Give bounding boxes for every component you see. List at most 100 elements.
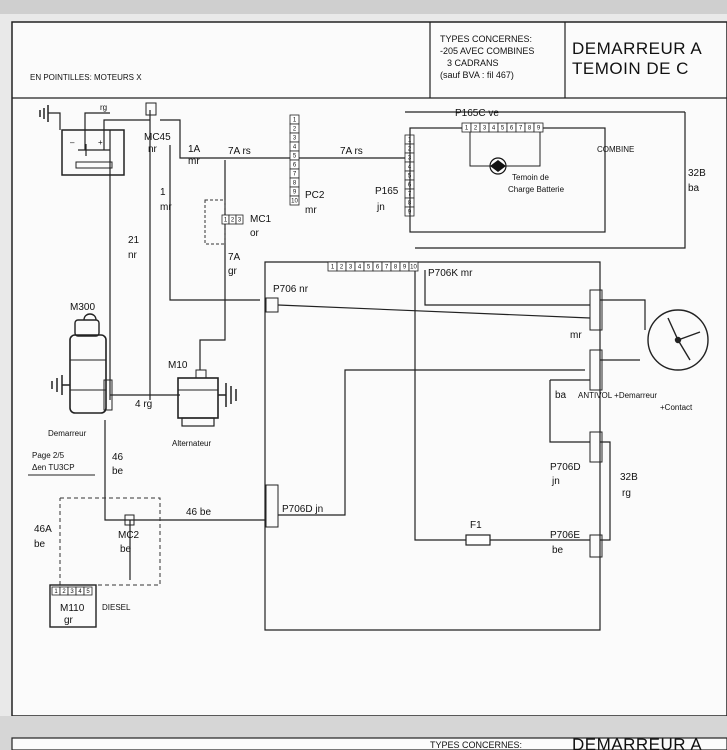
wire-46-label: 46 [112, 452, 124, 463]
wire-7a-label: 7A [228, 252, 241, 263]
pc2-pin-number: 1 [293, 118, 297, 124]
antivol-connector-bottom [589, 349, 603, 391]
m110-pin-number: 3 [70, 589, 74, 595]
types-line-1: TYPES CONCERNES: [440, 34, 532, 44]
pc2-pin-number: 10 [291, 199, 298, 205]
p706k-pin-number: 7 [385, 265, 389, 271]
p706e-connector [589, 534, 603, 558]
wire-46a-color: be [34, 539, 46, 550]
p165-color: jn [376, 202, 385, 213]
pc2-pin-number: 8 [293, 181, 297, 187]
p165c-pin-number: 9 [537, 126, 541, 132]
pc2-pin-number: 4 [293, 145, 297, 151]
page-frame [11, 21, 727, 717]
antivol-connector-top [589, 289, 603, 331]
wire-f1 [414, 265, 590, 541]
wire-32b-top-label: 32B [688, 168, 706, 179]
mc1-color: or [250, 228, 260, 239]
pc2-pin-number: 3 [293, 136, 297, 142]
p706e-color: be [552, 545, 564, 556]
next-title: DEMARREUR A [572, 735, 702, 750]
m110-box [49, 584, 97, 628]
ignition-switch [647, 309, 709, 371]
p165-label: P165 [375, 186, 399, 197]
wire-1a-color: mr [188, 156, 200, 167]
svg-text:+: + [98, 138, 103, 147]
antivol-line-1: ANTIVOL +Demarreur [578, 391, 657, 400]
p706d-right-connector [589, 431, 603, 463]
wire-46a-label: 46A [34, 524, 52, 535]
mc1-pin-box [235, 214, 244, 225]
antivol-mr-label: mr [570, 330, 582, 341]
left-note: EN POINTILLES: MOTEURS X [30, 73, 142, 82]
m110-pin-number: 4 [78, 589, 82, 595]
antivol-ba-label: ba [555, 390, 567, 401]
title-block [12, 22, 727, 99]
starter-motor [69, 313, 113, 414]
pc2-pin-number: 9 [293, 190, 297, 196]
wire-7a-rs-label-2: 7A rs [340, 146, 363, 157]
title-line-2: TEMOIN DE C [572, 59, 689, 78]
wire-32b-rg [600, 441, 611, 541]
wire-p706-antivol [277, 304, 591, 319]
p165c-label: P165C ve [455, 108, 499, 119]
p706d-left-label: P706D jn [282, 504, 323, 515]
temoin-line-1: Temoin de [512, 173, 549, 182]
wire-32b-color: rg [622, 488, 631, 499]
mc1-label: MC1 [250, 214, 272, 225]
wire-antivol-a [600, 299, 646, 330]
wire-p706d-internal [278, 369, 585, 516]
mc2-color: be [120, 544, 132, 555]
wire-46-color: be [112, 466, 124, 477]
pc2-pin-number: 2 [293, 127, 297, 133]
relay-box-outline [264, 261, 601, 631]
wire-46be-label: 46 be [186, 507, 211, 518]
p706k-pin-number: 4 [358, 265, 362, 271]
battery-rg-wire [103, 119, 150, 150]
p706-label: P706 nr [273, 284, 309, 295]
diesel-dashed-region [59, 497, 161, 586]
svg-text:–: – [70, 138, 75, 147]
pc2-pin-number: 5 [293, 154, 297, 160]
alternator [177, 369, 219, 427]
types-line-2: -205 AVEC COMBINES [440, 46, 534, 56]
wire-1a-mr [160, 119, 300, 159]
wire-1-color: mr [160, 202, 172, 213]
demarreur-label: Demarreur [48, 429, 87, 438]
page-ref-line-1: Page 2/5 [32, 451, 65, 460]
pc2-pin-box [289, 195, 300, 206]
p706d-right-label: P706D [550, 462, 581, 473]
wire-rg-label: rg [100, 103, 107, 112]
m110-label: M110 [60, 603, 85, 614]
mc2-label: MC2 [118, 530, 140, 541]
p706k-pin-number: 6 [376, 265, 380, 271]
p706e-label: P706E [550, 530, 580, 541]
wire-4rg-label: 4 rg [135, 399, 152, 410]
m300-label: M300 [70, 302, 95, 313]
wire-p706k [424, 270, 590, 306]
combine-label: COMBINE [597, 145, 634, 154]
f1-label: F1 [470, 520, 482, 531]
fuse-f1 [465, 534, 491, 546]
p706k-pin-number: 2 [340, 265, 344, 271]
mc1-pin-number: 2 [231, 218, 235, 224]
p165c-pin-box [533, 122, 544, 133]
m10-label: M10 [168, 360, 188, 371]
wire-21-color: nr [128, 250, 138, 261]
wire-1a-label: 1A [188, 144, 201, 155]
alternateur-label: Alternateur [172, 439, 211, 448]
battery: – + [61, 129, 125, 176]
pc2-color: mr [305, 205, 317, 216]
p165c-pin-number: 3 [483, 126, 487, 132]
p706k-pin-number: 5 [367, 265, 371, 271]
m110-color: gr [64, 615, 74, 626]
p165c-pin-number: 5 [501, 126, 505, 132]
charge-lamp-icon [489, 157, 507, 175]
wire-7a-rs-label-1: 7A rs [228, 146, 251, 157]
mc45-label: MC45 [144, 132, 171, 143]
battery-neg-wire [84, 112, 110, 150]
previous-page-strip [0, 0, 727, 14]
